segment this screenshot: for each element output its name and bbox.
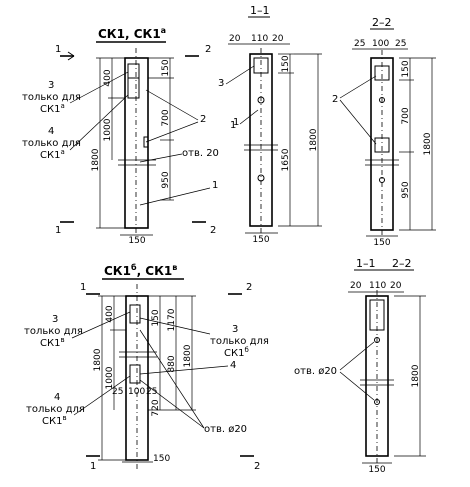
title-ck1: СК1, СК1а xyxy=(98,26,166,41)
section-mark-1: 1 xyxy=(55,44,61,55)
callout-4: 4 xyxy=(48,126,54,137)
dim-110: 110 xyxy=(251,34,268,44)
dim-150-section-b: 150 xyxy=(368,465,385,475)
note-ck1a-2: СК1а xyxy=(40,148,65,161)
column-section-b xyxy=(365,295,389,457)
dim-1800-b: 1800 xyxy=(93,348,103,371)
dim-150-section-bottom: 150 xyxy=(252,235,269,245)
note-ck1a-1: СК1а xyxy=(40,102,65,115)
note-ck1b: СК1б xyxy=(224,346,249,359)
slot-top xyxy=(127,63,140,79)
note-hole-20: отв. 20 xyxy=(182,148,219,159)
dim-1000-b: 1000 xyxy=(105,366,115,389)
dim-150-b-right: 150 xyxy=(151,309,161,326)
dim-1650: 1650 xyxy=(281,148,291,171)
callout-1-upper: 1 xyxy=(230,120,236,131)
title-ck1b: СК1б, СК1в xyxy=(104,262,177,278)
dim-100-b: 100 xyxy=(128,387,145,397)
callout-2-section: 2 xyxy=(332,94,338,105)
dim-150-section22: 150 xyxy=(401,60,411,77)
dim-25-left: 25 xyxy=(354,39,365,49)
callout-2: 2 xyxy=(200,114,206,125)
callout-1-lower: 1 xyxy=(212,180,218,191)
view-ck1-elevation: СК1, СК1а 1 2 1 2 400 1000 1800 xyxy=(22,26,236,246)
title-section-2-2-b: 2–2 xyxy=(392,257,412,270)
section-mark-1-b: 1 xyxy=(80,282,86,293)
section-mark-1-bottom: 1 xyxy=(55,225,61,236)
section-mark-2-b-bottom: 2 xyxy=(254,461,260,472)
dim-100: 100 xyxy=(372,39,389,49)
dim-1170: 1170 xyxy=(167,308,177,331)
title-section-1-1: 1–1 xyxy=(250,4,270,17)
callout-3: 3 xyxy=(48,80,54,91)
dim-1800: 1800 xyxy=(91,148,101,171)
view-section-2-2: 2–2 25 100 25 2 150 700 950 1800 150 xyxy=(332,16,436,248)
callout-4-b: 4 xyxy=(54,392,60,403)
dim-150-b-bottom: 150 xyxy=(153,454,170,464)
dim-1800-section22: 1800 xyxy=(423,132,433,155)
dim-720: 720 xyxy=(151,399,161,416)
dim-950-section22: 950 xyxy=(401,181,411,198)
note-only-for-5: только для xyxy=(210,336,269,347)
dim-150-right: 150 xyxy=(161,59,171,76)
callout-1-section: 1 xyxy=(233,117,239,128)
callout-3-b-right: 3 xyxy=(232,324,238,335)
section-mark-2-b: 2 xyxy=(246,282,252,293)
view-section-b: 1–1 2–2 20 110 20 отв. ø20 1800 150 xyxy=(294,257,426,475)
dim-950: 950 xyxy=(161,171,171,188)
dim-20-left: 20 xyxy=(229,34,241,44)
dim-400-b: 400 xyxy=(105,305,115,322)
note-hole-d20-section: отв. ø20 xyxy=(294,366,337,377)
dim-880: 880 xyxy=(167,355,177,372)
dim-150-section: 150 xyxy=(281,55,291,72)
dim-150-bottom: 150 xyxy=(128,236,145,246)
note-only-for-3: только для xyxy=(24,326,83,337)
section-mark-2-bottom: 2 xyxy=(210,225,216,236)
dim-700-section22: 700 xyxy=(401,107,411,124)
callout-3-b: 3 xyxy=(52,314,58,325)
dim-20-b-right: 20 xyxy=(390,281,402,291)
title-section-1-1-b: 1–1 xyxy=(356,257,376,270)
view-ck1b-elevation: СК1б, СК1в 1 2 1 2 400 1000 1800 150 117 xyxy=(24,262,269,472)
section-mark-2: 2 xyxy=(205,44,211,55)
note-ck1v-2: СК1в xyxy=(42,414,67,427)
dim-1000: 1000 xyxy=(103,118,113,141)
dim-20-right: 20 xyxy=(272,34,284,44)
hole-mark xyxy=(143,136,149,148)
section-mark-1-b-bottom: 1 xyxy=(90,461,96,472)
dim-1800-section: 1800 xyxy=(309,128,319,151)
dim-700: 700 xyxy=(161,109,171,126)
view-section-1-1: 1–1 20 110 20 3 1 150 1650 1800 150 xyxy=(218,4,322,245)
note-ck1v-1: СК1в xyxy=(40,336,65,349)
dim-1800-b-right: 1800 xyxy=(183,344,193,367)
dim-25-b-left: 25 xyxy=(112,387,123,397)
note-only-for-4: только для xyxy=(26,404,85,415)
note-hole-d20: отв. ø20 xyxy=(204,424,247,435)
column-section-2-2 xyxy=(370,57,394,231)
column-section-1-1 xyxy=(249,53,273,227)
title-section-2-2: 2–2 xyxy=(372,16,392,29)
dim-25-right: 25 xyxy=(395,39,406,49)
dim-20-b-left: 20 xyxy=(350,281,362,291)
callout-4-b-right: 4 xyxy=(230,360,236,371)
note-only-for-2: только для xyxy=(22,138,81,149)
dim-110-b: 110 xyxy=(369,281,386,291)
dim-150-section22-bottom: 150 xyxy=(373,238,390,248)
dim-1800-section-b: 1800 xyxy=(411,364,421,387)
callout-3-section: 3 xyxy=(218,78,224,89)
dim-25-b-right: 25 xyxy=(146,387,157,397)
dim-400: 400 xyxy=(103,69,113,86)
note-only-for-1: только для xyxy=(22,92,81,103)
